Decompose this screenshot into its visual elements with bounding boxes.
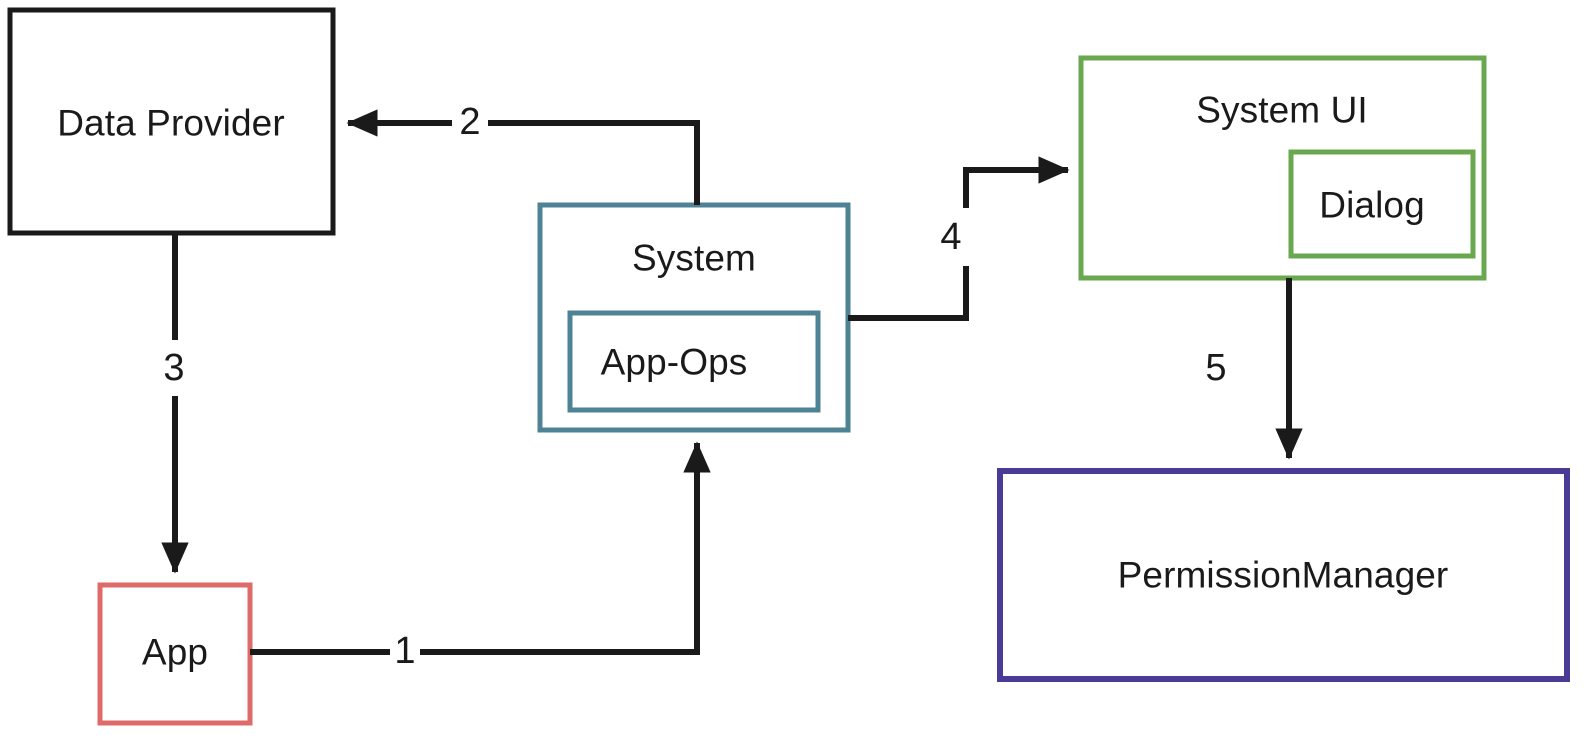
node-label-system-ui: System UI bbox=[1196, 89, 1368, 131]
edge-1-path bbox=[250, 441, 711, 655]
node-label-app-ops: App-Ops bbox=[600, 341, 748, 383]
edge-label-mask-1 bbox=[390, 637, 420, 667]
edge-label-3: 3 bbox=[163, 347, 185, 389]
node-label-permission-manager: PermissionManager bbox=[1117, 554, 1449, 596]
edge-label-5: 5 bbox=[1205, 347, 1227, 389]
edge-label-2: 2 bbox=[459, 101, 481, 143]
node-label-dialog: Dialog bbox=[1319, 184, 1425, 226]
node-box-app-ops[interactable] bbox=[567, 310, 821, 413]
edge-label-mask-4 bbox=[951, 208, 983, 266]
node-label-data-provider: Data Provider bbox=[57, 102, 285, 144]
edge-label-4: 4 bbox=[940, 216, 962, 258]
node-box-app[interactable] bbox=[97, 582, 253, 726]
edge-2-path bbox=[346, 109, 700, 205]
node-box-dialog[interactable] bbox=[1288, 149, 1476, 259]
node-label-app: App bbox=[141, 631, 209, 673]
edge-label-1: 1 bbox=[394, 630, 416, 672]
node-box-data-provider[interactable] bbox=[7, 7, 336, 236]
node-label-system: System bbox=[632, 237, 756, 279]
edge-label-mask-3 bbox=[160, 340, 190, 396]
edge-label-mask-2 bbox=[452, 108, 488, 138]
node-box-permission-manager[interactable] bbox=[997, 468, 1570, 682]
